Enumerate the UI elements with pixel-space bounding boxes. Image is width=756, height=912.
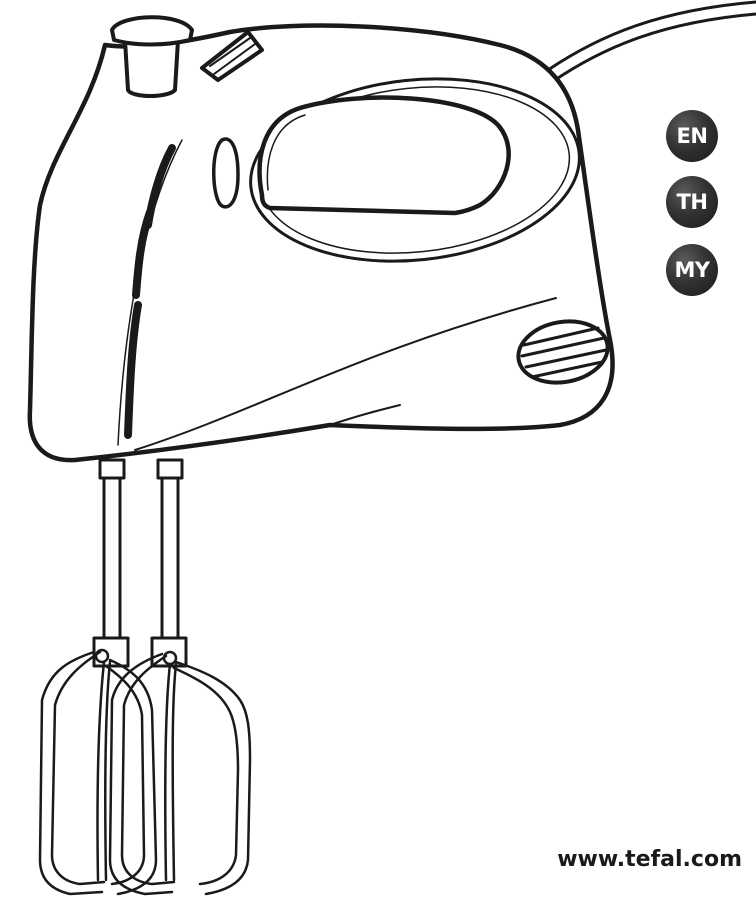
speed-switch bbox=[200, 30, 264, 82]
language-badge-en[interactable]: EN bbox=[666, 110, 718, 162]
website-link[interactable]: www.tefal.com bbox=[557, 847, 742, 872]
language-badge-th[interactable]: TH bbox=[666, 176, 718, 228]
beater-shafts bbox=[92, 458, 188, 668]
side-button bbox=[212, 137, 240, 209]
rear-grille bbox=[516, 319, 610, 385]
handle-opening bbox=[257, 95, 511, 216]
eject-button bbox=[110, 15, 194, 98]
language-badge-my[interactable]: MY bbox=[666, 244, 718, 296]
power-cord bbox=[546, 0, 756, 84]
handle-ring bbox=[249, 77, 581, 263]
vent-slots bbox=[117, 139, 183, 446]
right-beater bbox=[108, 652, 252, 896]
left-beater bbox=[38, 650, 158, 896]
